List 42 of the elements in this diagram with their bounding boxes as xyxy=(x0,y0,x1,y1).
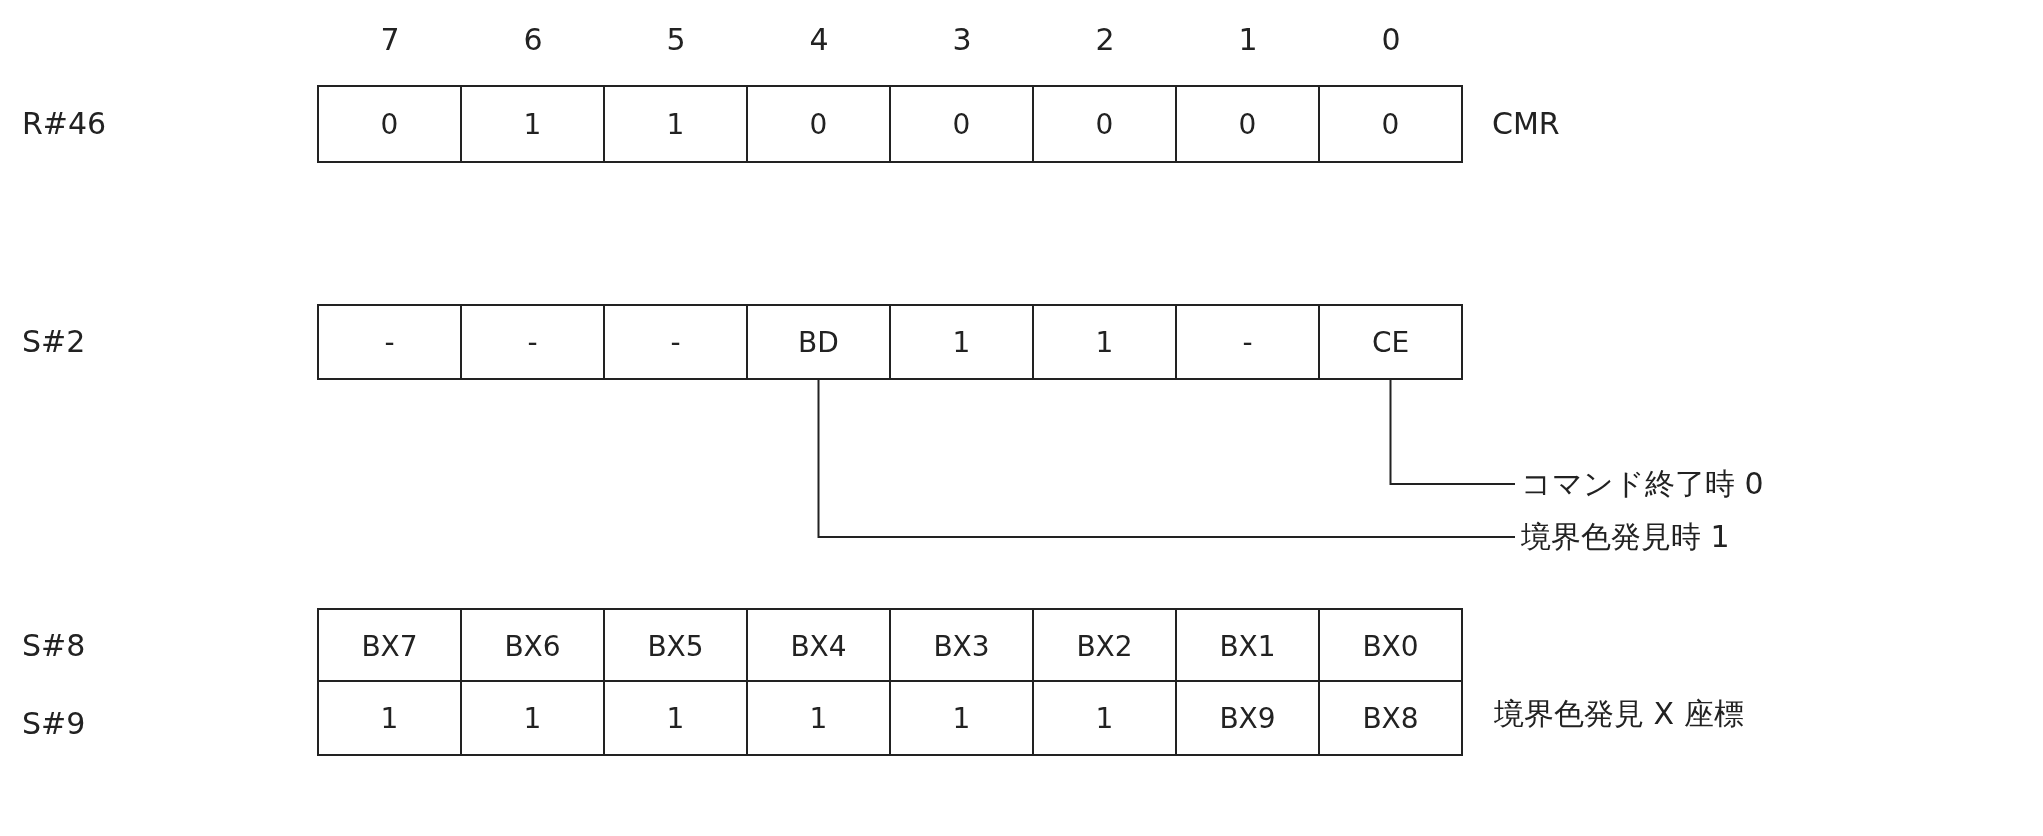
register-name: S#8 xyxy=(22,628,86,664)
bit-field: 0 xyxy=(1175,85,1320,163)
register-name: S#2 xyxy=(22,324,86,360)
bit-field: 0 xyxy=(1032,85,1177,163)
bit-field: 1 xyxy=(1032,680,1177,756)
bit-field: 1 xyxy=(317,680,462,756)
bit-field: - xyxy=(1175,304,1320,380)
register-name: S#9 xyxy=(22,706,86,742)
bit-field: CE xyxy=(1318,304,1463,380)
bit-field: 0 xyxy=(1318,85,1463,163)
bit-field: BX8 xyxy=(1318,680,1463,756)
register-label: CMR xyxy=(1492,106,1560,142)
register-name: R#46 xyxy=(22,106,107,142)
bit-number: 2 xyxy=(1095,22,1115,58)
bit-field: 1 xyxy=(889,680,1034,756)
bit-field: 0 xyxy=(746,85,891,163)
bit-field: 1 xyxy=(1032,304,1177,380)
bit-field: BX9 xyxy=(1175,680,1320,756)
bit-number: 1 xyxy=(1238,22,1258,58)
bit-field: 1 xyxy=(603,680,748,756)
bit-field: BD xyxy=(746,304,891,380)
leader-label: 境界色発見時 1 xyxy=(1521,519,1730,555)
bit-number: 3 xyxy=(952,22,972,58)
bit-field: 1 xyxy=(460,85,605,163)
bit-field: 0 xyxy=(889,85,1034,163)
leader-label: コマンド終了時 0 xyxy=(1521,466,1764,502)
leader-line xyxy=(817,379,1516,538)
bit-field: 0 xyxy=(317,85,462,163)
bit-field: 1 xyxy=(746,680,891,756)
bit-number: 6 xyxy=(523,22,543,58)
bit-number: 4 xyxy=(809,22,829,58)
bit-number: 7 xyxy=(380,22,400,58)
bit-number: 0 xyxy=(1381,22,1401,58)
bit-field: 1 xyxy=(889,304,1034,380)
bit-field: - xyxy=(317,304,462,380)
annotation-text: 境界色発見 X 座標 xyxy=(1494,696,1744,732)
bit-field: - xyxy=(460,304,605,380)
leader-line xyxy=(1389,379,1516,485)
bit-field: - xyxy=(603,304,748,380)
bit-field: 1 xyxy=(460,680,605,756)
bit-number: 5 xyxy=(666,22,686,58)
bit-field: 1 xyxy=(603,85,748,163)
